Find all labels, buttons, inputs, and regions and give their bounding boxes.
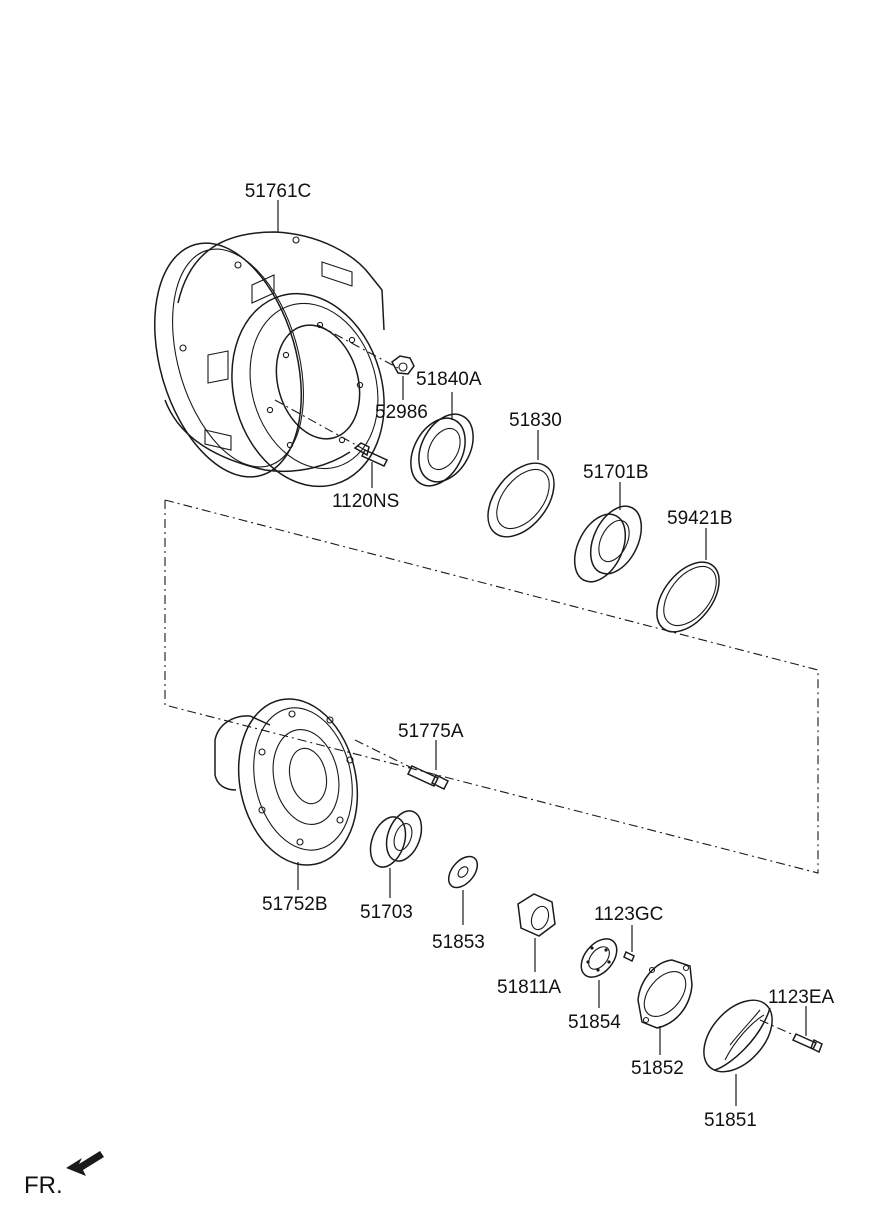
label-1120NS: 1120NS xyxy=(332,491,399,512)
gasket xyxy=(637,959,693,1029)
hub-cap xyxy=(703,999,773,1073)
nut xyxy=(391,355,415,375)
assembly-outline xyxy=(164,499,819,874)
direction-label: FR. xyxy=(24,1172,63,1199)
label-51853: 51853 xyxy=(432,932,485,953)
hub-nut xyxy=(517,893,556,937)
label-51852: 51852 xyxy=(631,1058,684,1079)
label-51703: 51703 xyxy=(360,902,413,923)
label-51761C: 51761C xyxy=(245,181,312,202)
brake-drum xyxy=(153,231,385,488)
label-1123GC: 1123GC xyxy=(594,904,663,925)
lock-plate xyxy=(580,938,618,978)
oil-seal-inner xyxy=(410,413,474,487)
label-1123EA: 1123EA xyxy=(768,987,835,1008)
label-51775A: 51775A xyxy=(398,721,464,742)
outer-bearing xyxy=(369,810,423,868)
label-51701B: 51701B xyxy=(583,462,649,483)
inner-bearing xyxy=(573,505,643,583)
retainer-ring xyxy=(656,561,720,633)
label-52986: 52986 xyxy=(375,402,428,423)
small-screw xyxy=(623,950,635,963)
wheel-stud xyxy=(406,765,450,791)
label-51811A: 51811A xyxy=(497,977,561,998)
label-51830: 51830 xyxy=(509,410,562,431)
wheel-hub xyxy=(214,698,359,866)
label-51854: 51854 xyxy=(568,1012,621,1033)
label-51840A: 51840A xyxy=(416,369,482,390)
label-59421B: 59421B xyxy=(667,508,733,529)
seal-ring xyxy=(487,462,555,538)
label-51851: 51851 xyxy=(704,1110,757,1131)
label-51752B: 51752B xyxy=(262,894,328,915)
washer xyxy=(447,855,479,889)
bolt xyxy=(353,442,389,467)
cap-bolt xyxy=(759,1019,823,1054)
arrow-left-down-icon xyxy=(66,1151,104,1176)
